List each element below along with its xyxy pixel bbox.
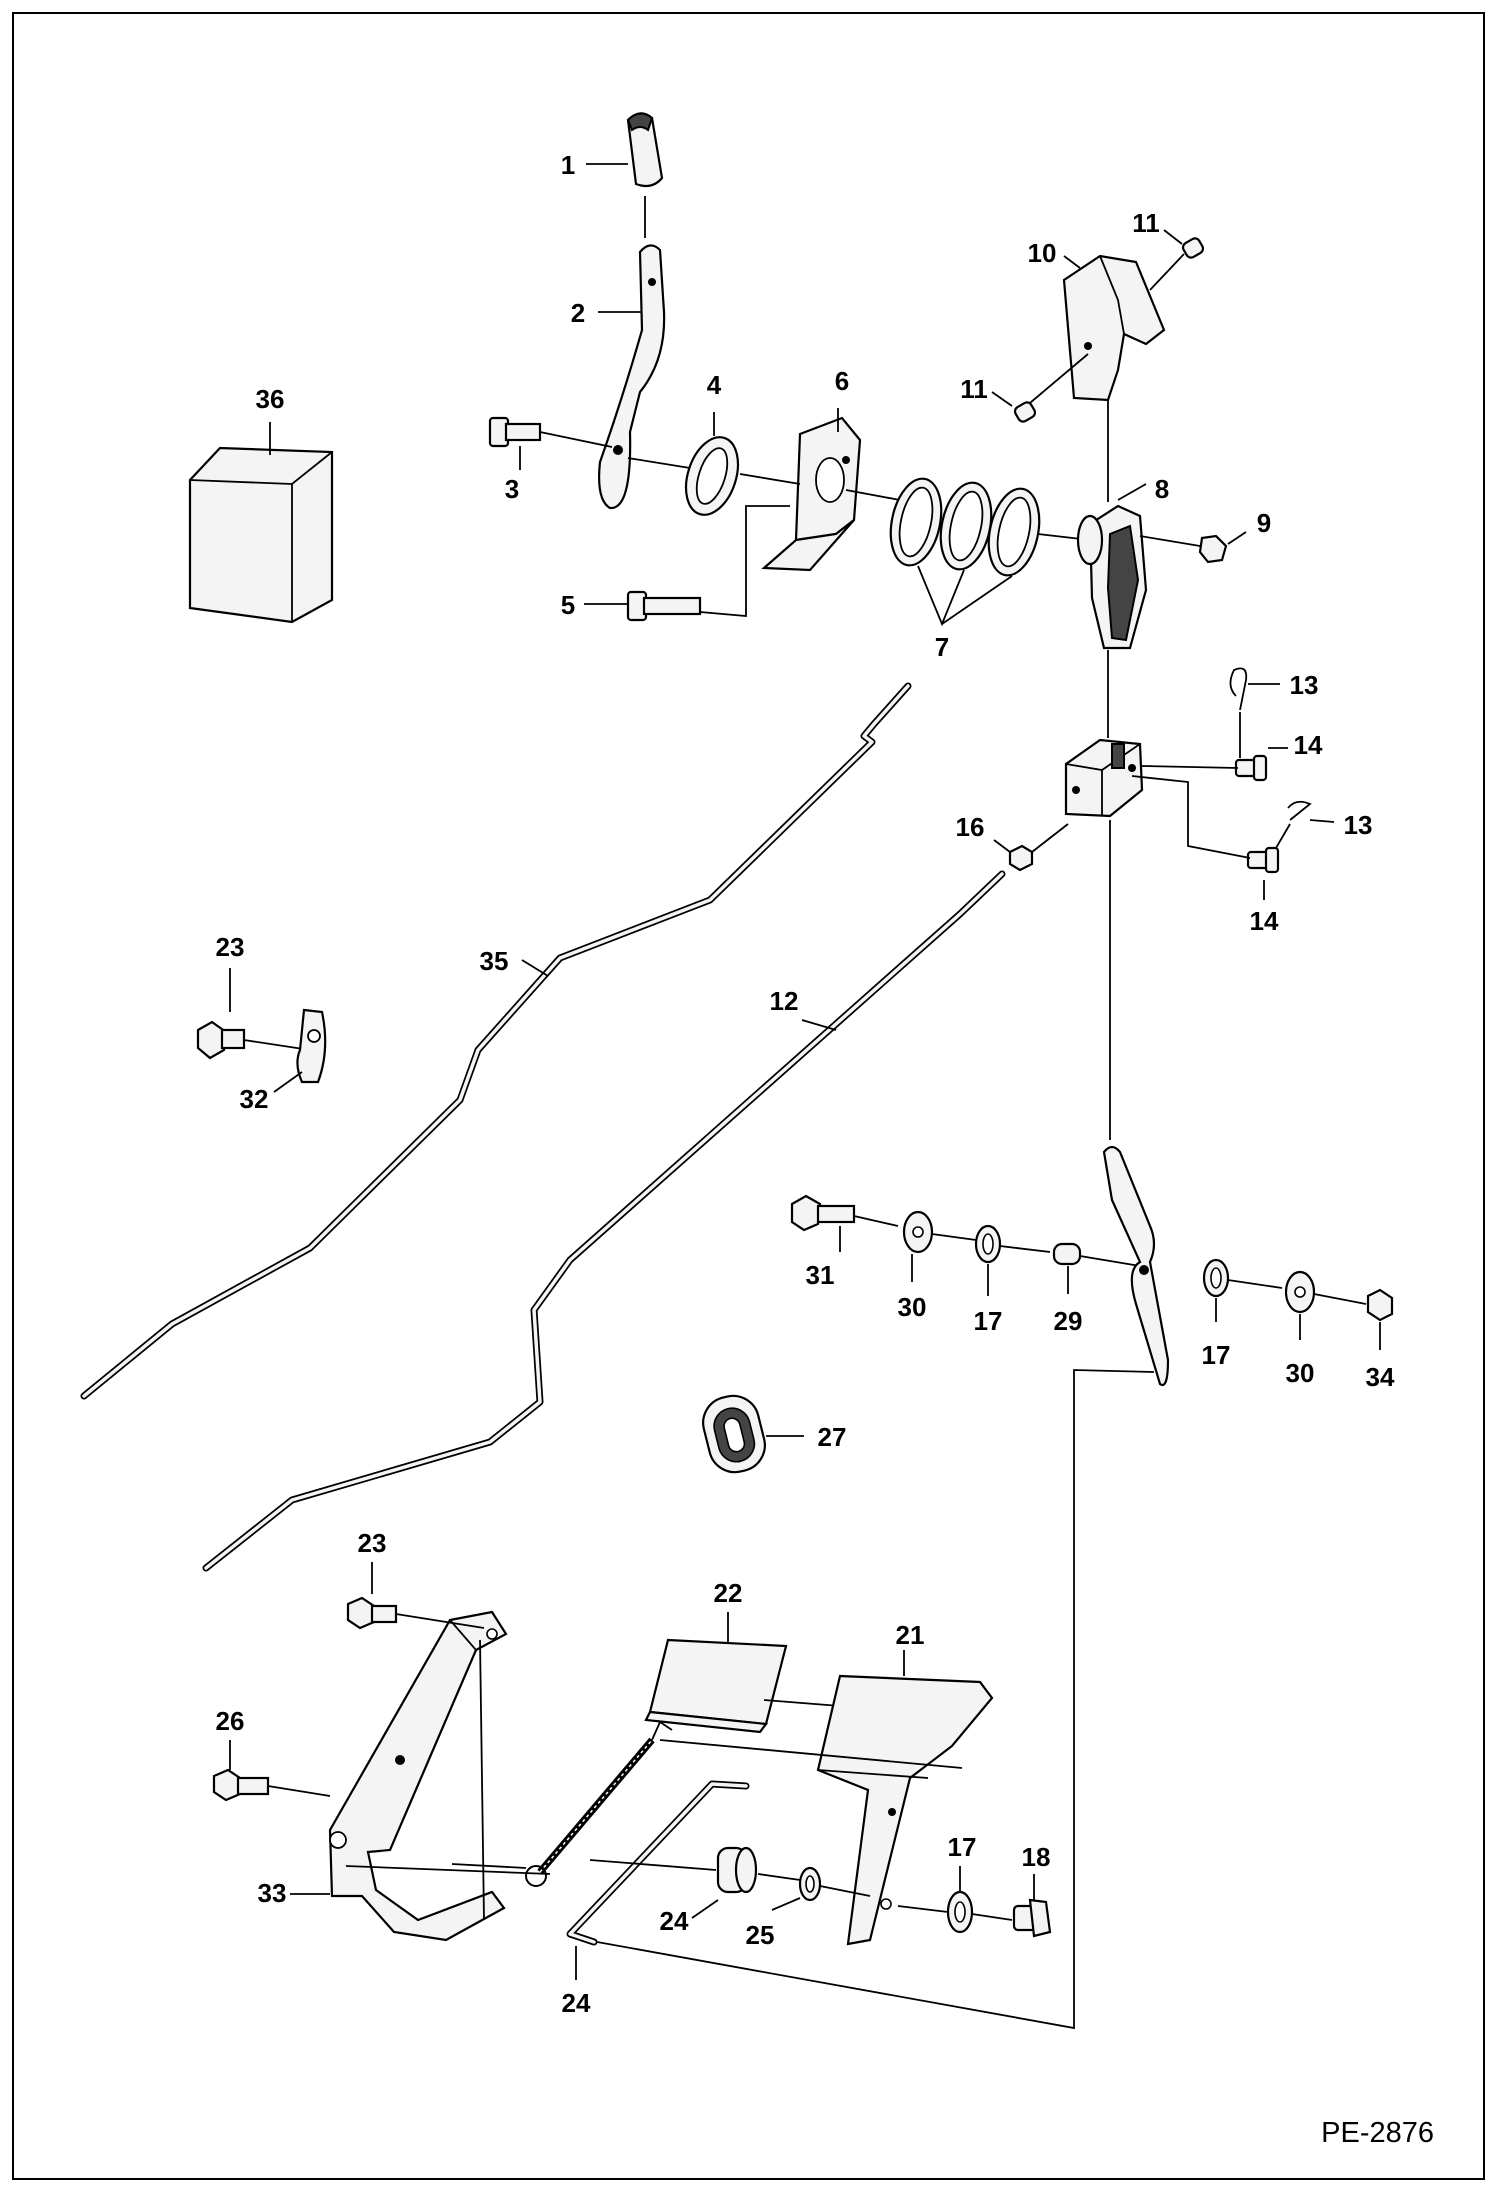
clevis-block [1064,738,1251,1140]
callout-25: 25 [746,1920,775,1950]
callout-13b: 13 [1344,810,1373,840]
callout-17c: 17 [948,1832,977,1862]
callout-8: 8 [1155,474,1169,504]
page-border [12,12,1485,2180]
callout-24a: 24 [660,1906,689,1936]
part-35-rod [80,682,912,1400]
bell-crank-link [585,1145,1170,2030]
part-16-nut [993,823,1069,872]
callout-34: 34 [1366,1362,1395,1392]
part-1-knob [586,112,664,238]
part-10-bracket [1023,253,1185,502]
part-23-26-bolts [212,1562,485,1802]
callout-32: 32 [240,1084,269,1114]
part-24-rod-roller [566,1780,758,1980]
callout-10: 10 [1028,238,1057,268]
callout-labels: 1 2 3 4 5 6 7 8 9 10 11 11 12 13 13 14 1… [216,150,1395,2018]
callout-33: 33 [258,1878,287,1908]
callout-7: 7 [935,632,949,662]
callout-31: 31 [806,1260,835,1290]
part-3-bolt [488,416,613,470]
callout-1: 1 [561,150,575,180]
callout-11b: 11 [960,374,988,404]
part-4-washer [627,412,740,516]
part-33-bracket [290,1610,551,1942]
callout-30b: 30 [1286,1358,1315,1388]
part-23-32-clamp [196,968,327,1093]
callout-5: 5 [561,590,575,620]
callout-26: 26 [216,1706,245,1736]
part-21-pedal [659,1650,994,1946]
callout-2: 2 [571,298,585,328]
callout-11a: 11 [1132,208,1160,238]
part-27-grommet [702,1394,804,1474]
part-14-pins [1234,712,1291,900]
callout-9: 9 [1257,508,1271,538]
part-6-bracket [739,408,901,572]
callout-23b: 23 [358,1528,387,1558]
callout-22: 22 [714,1578,743,1608]
callout-17b: 17 [1202,1340,1231,1370]
callout-21: 21 [896,1620,925,1650]
part-36-box [188,422,334,624]
callout-17a: 17 [974,1306,1003,1336]
callout-13a: 13 [1290,670,1319,700]
callout-27: 27 [818,1422,847,1452]
part-9-nut [1198,531,1247,564]
part-13-cotter-pins [1229,667,1335,823]
callout-30a: 30 [898,1292,927,1322]
part-22-pad [644,1612,841,1734]
callout-23a: 23 [216,932,245,962]
part-5-bolt [584,505,790,622]
callout-36: 36 [256,384,285,414]
part-11-pins [991,229,1205,423]
callout-3: 3 [505,474,519,504]
callout-35: 35 [480,946,509,976]
callout-29: 29 [1054,1306,1083,1336]
callout-4: 4 [707,370,722,400]
callout-18: 18 [1022,1842,1051,1872]
part-8-lever-assembly [1076,483,1201,738]
callout-24b: 24 [562,1988,591,2018]
callout-14b: 14 [1250,906,1279,936]
part-12-rod [202,870,1006,1572]
callout-14a: 14 [1294,730,1323,760]
spring [451,1720,673,1887]
hardware-row-31-34 [790,1194,1394,1350]
figure-code: PE-2876 [1321,2117,1434,2149]
part-2-lever [598,244,666,510]
callout-12: 12 [770,986,799,1016]
callout-16: 16 [956,812,985,842]
callout-6: 6 [835,366,849,396]
part-25-17-18-hardware [757,1866,1052,1938]
part-7-gaskets [889,477,1091,627]
